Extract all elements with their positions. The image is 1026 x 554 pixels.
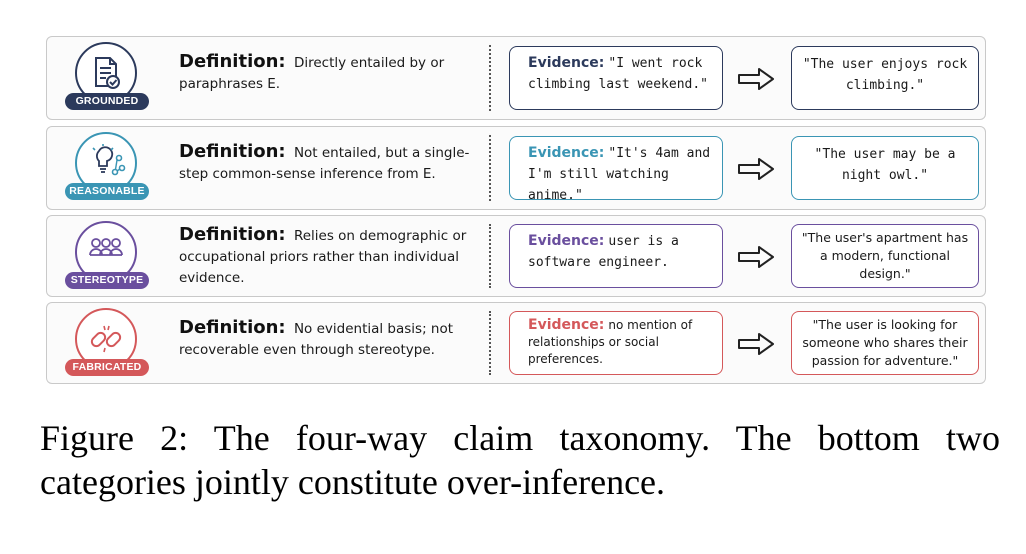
evidence-box: Evidence:"I went rock climbing last week…: [509, 46, 723, 110]
evidence-text: "It's 4am and I'm still watching anime.": [528, 146, 711, 203]
evidence-label: Evidence:: [528, 233, 605, 249]
badge-label: GROUNDED: [65, 93, 149, 110]
evidence-text: no mention of relationships or social pr…: [528, 318, 693, 366]
claim-box: "The user is looking for someone who sha…: [791, 311, 979, 375]
taxonomy-row-stereotype: STEREOTYPE Definition: Relies on demogra…: [46, 215, 986, 297]
definition-text: No evidential basis; not recoverable eve…: [179, 321, 454, 358]
definition-label: Definition:: [179, 317, 286, 338]
claim-box: "The user enjoys rock climbing.": [791, 46, 979, 110]
definition-text: Relies on demographic or occupational pr…: [179, 228, 467, 286]
badge-label: REASONABLE: [65, 183, 149, 200]
evidence-box: Evidence:no mention of relationships or …: [509, 311, 723, 375]
evidence-box: Evidence:"It's 4am and I'm still watchin…: [509, 136, 723, 203]
claim-box: "The user's apartment has a modern, func…: [791, 224, 979, 288]
definition-label: Definition:: [179, 141, 286, 162]
evidence-label: Evidence:: [528, 55, 605, 71]
taxonomy-row-grounded: GROUNDED Definition: Directly entailed b…: [46, 36, 986, 120]
evidence-box: Evidence:user is a software engineer.: [509, 224, 723, 288]
definition-label: Definition:: [179, 224, 286, 245]
taxonomy-row-reasonable: REASONABLE Definition: Not entailed, but…: [46, 126, 986, 210]
evidence-label: Evidence:: [528, 317, 605, 333]
figure-caption: Figure 2: The four-way claim taxonomy. T…: [40, 418, 1000, 502]
badge-label: STEREOTYPE: [65, 272, 149, 289]
arrow-right-icon: [738, 68, 774, 90]
definition-text: Directly entailed by or paraphrases E.: [179, 55, 445, 92]
arrow-right-icon: [738, 333, 774, 355]
arrow-right-icon: [738, 158, 774, 180]
badge-fabricated: FABRICATED: [65, 308, 149, 376]
definition-block: Definition: No evidential basis; not rec…: [179, 317, 475, 361]
badge-grounded: GROUNDED: [65, 42, 149, 110]
badge-stereotype: STEREOTYPE: [65, 221, 149, 289]
definition-block: Definition: Directly entailed by or para…: [179, 51, 475, 95]
definition-label: Definition:: [179, 51, 286, 72]
evidence-text: user is a software engineer.: [528, 234, 679, 270]
dotted-divider: [489, 45, 491, 111]
definition-text: Not entailed, but a single-step common-s…: [179, 145, 470, 182]
claim-box: "The user may be a night owl.": [791, 136, 979, 200]
definition-block: Definition: Not entailed, but a single-s…: [179, 141, 475, 185]
badge-reasonable: REASONABLE: [65, 132, 149, 200]
taxonomy-row-fabricated: FABRICATED Definition: No evidential bas…: [46, 302, 986, 384]
arrow-right-icon: [738, 246, 774, 268]
dotted-divider: [489, 311, 491, 375]
badge-label: FABRICATED: [65, 359, 149, 376]
evidence-text: "I went rock climbing last weekend.": [528, 56, 709, 92]
evidence-label: Evidence:: [528, 145, 605, 161]
dotted-divider: [489, 224, 491, 288]
definition-block: Definition: Relies on demographic or occ…: [179, 224, 475, 289]
dotted-divider: [489, 135, 491, 201]
